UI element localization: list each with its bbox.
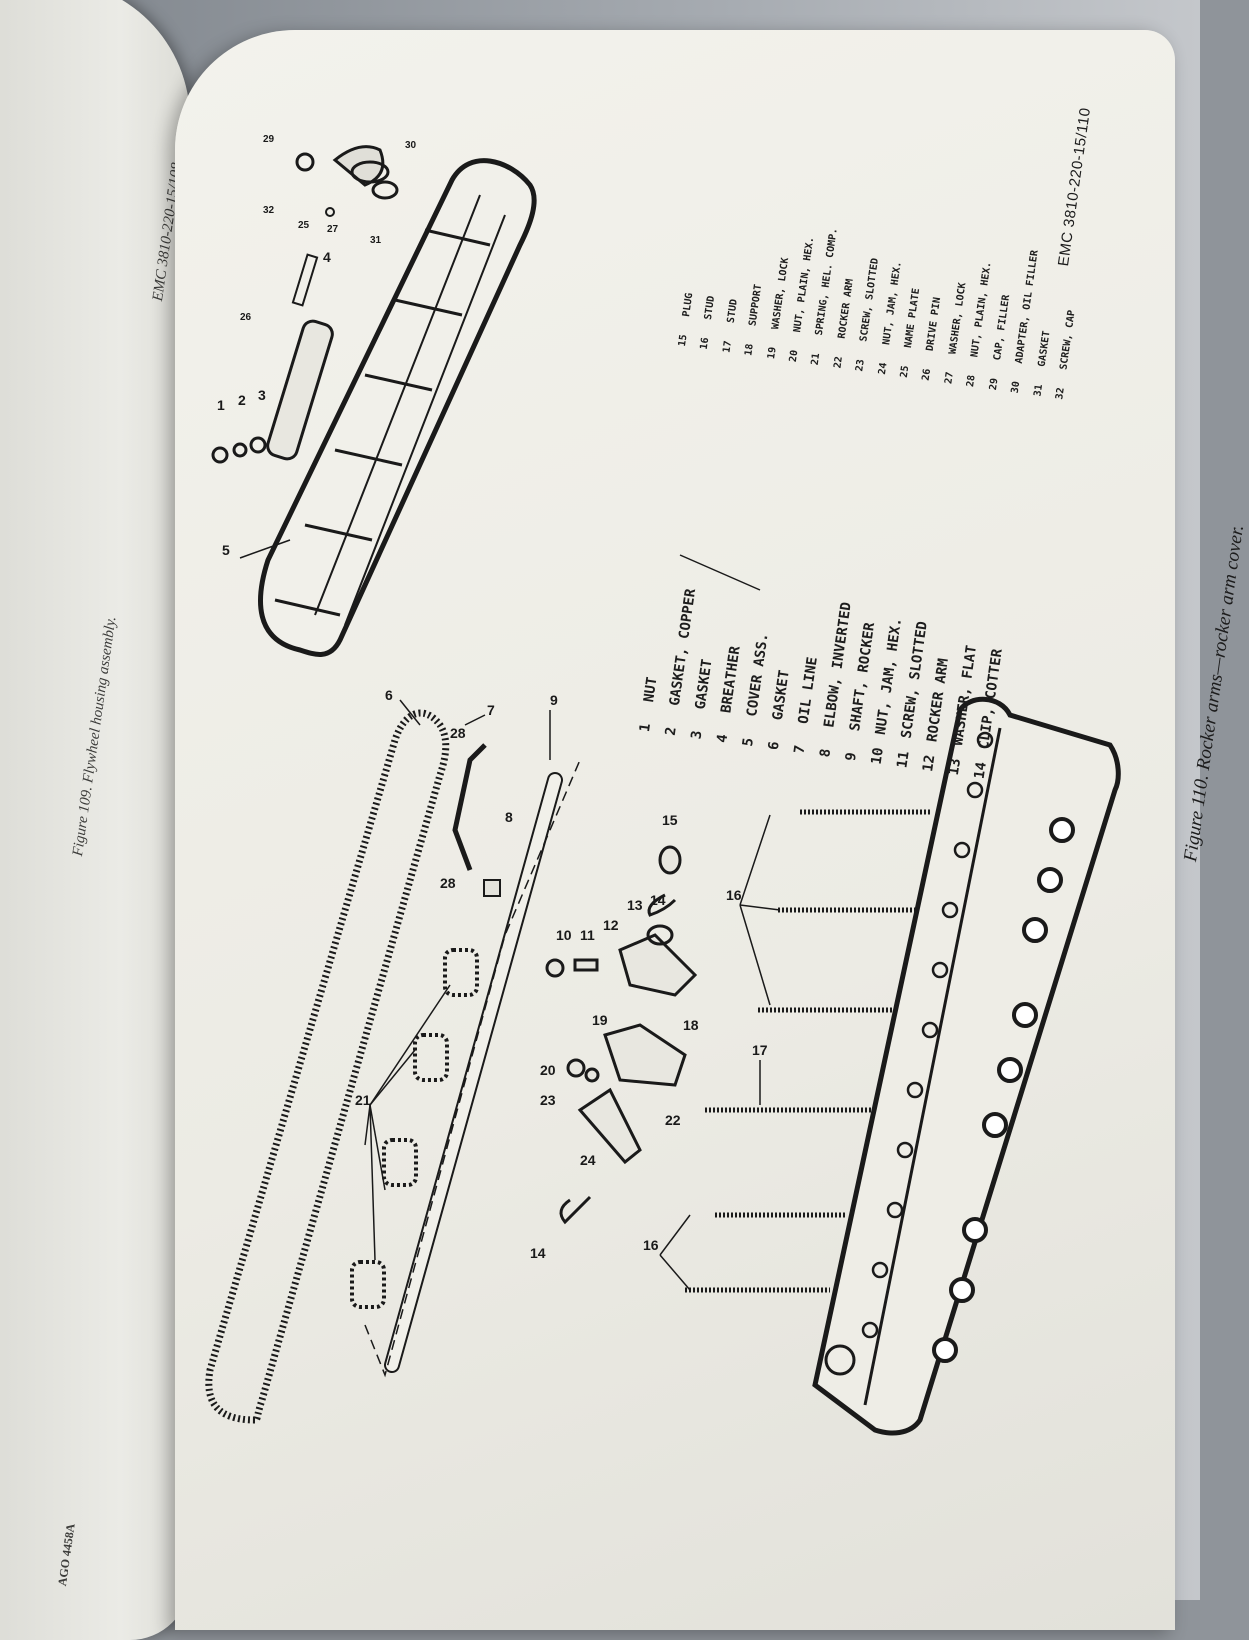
callout-8: 8 [505,809,513,825]
callout-4: 4 [323,249,331,265]
callout-16b: 16 [726,887,742,903]
callout-9: 9 [550,692,558,708]
callout-28b: 28 [450,725,466,741]
callout-17: 17 [752,1042,768,1058]
callout-numbers: 1 2 3 4 5 6 7 8 9 10 11 12 13 14 14 15 1… [217,134,768,1261]
springs [350,948,479,1309]
callout-14b: 14 [530,1245,546,1261]
cover-gasket [205,709,450,1424]
callout-18: 18 [683,1017,699,1033]
callout-15: 15 [662,812,678,828]
studs [685,809,930,1293]
callout-7: 7 [487,702,495,718]
callout-24: 24 [580,1152,596,1168]
callout-10: 10 [556,927,572,943]
callout-1: 1 [217,397,225,413]
callout-16a: 16 [643,1237,659,1253]
callout-29: 29 [263,134,275,145]
callout-2: 2 [238,392,246,408]
callout-20: 20 [540,1062,556,1078]
callout-26: 26 [240,312,252,323]
rocker-shaft [364,759,581,1378]
rocker-arm-cover [211,145,537,657]
callout-6: 6 [385,687,393,703]
exploded-parts-diagram: 1 2 3 4 5 6 7 8 9 10 11 12 13 14 14 15 1… [205,134,1121,1436]
callout-25: 25 [298,220,310,231]
callout-31: 31 [370,235,382,246]
callout-23: 23 [540,1092,556,1108]
callout-32: 32 [263,205,275,216]
callout-14a: 14 [650,892,666,908]
callout-21: 21 [355,1092,371,1108]
cylinder-head [812,696,1121,1436]
callout-27: 27 [327,224,339,235]
callout-3: 3 [258,387,266,403]
callout-5: 5 [222,542,230,558]
callout-28a: 28 [440,875,456,891]
callout-19: 19 [592,1012,608,1028]
rocker-arms [545,845,698,1225]
left-page [0,0,190,1640]
callout-12: 12 [603,917,619,933]
leader-lines [239,539,781,1291]
callout-11: 11 [580,927,595,943]
callout-30: 30 [405,140,417,151]
callout-22: 22 [665,1112,681,1128]
oil-line [452,743,487,871]
inverted-elbow [483,879,501,897]
callout-13: 13 [627,897,643,913]
